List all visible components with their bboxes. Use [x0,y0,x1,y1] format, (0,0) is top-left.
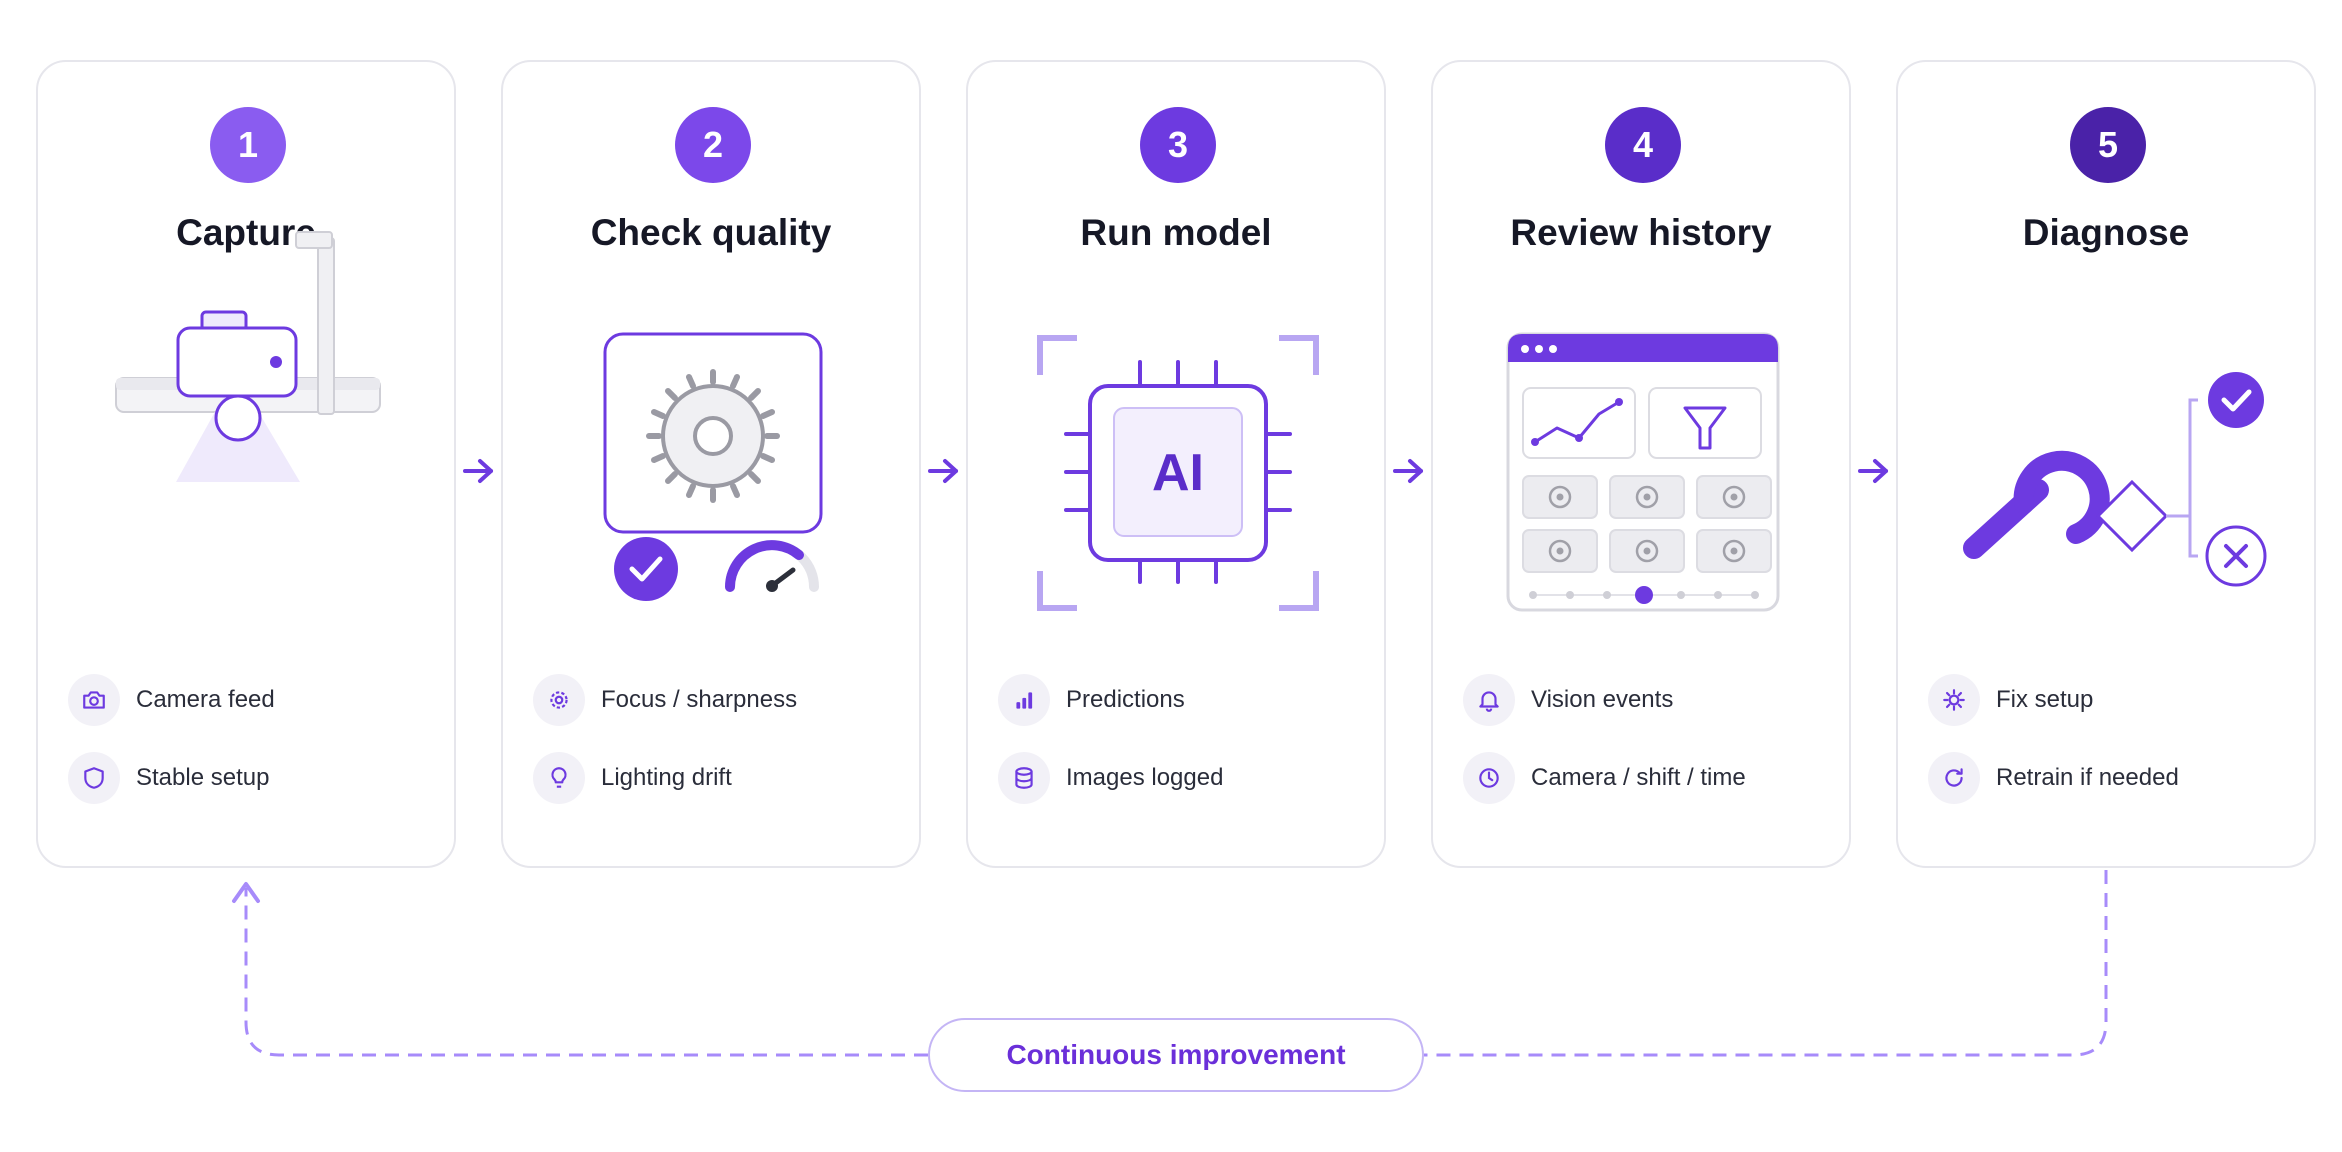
lightbulb-icon [533,752,585,804]
arrow-right-icon [928,459,958,483]
camera-icon [68,674,120,726]
feature-item: Stable setup [68,752,269,804]
step-card-review-history: 4 Review history [1431,60,1851,868]
feature-label: Fix setup [1996,686,2094,713]
step-card-diagnose: 5 Diagnose Fix setup Retrain if needed [1896,60,2316,868]
feature-item: Retrain if needed [1928,752,2179,804]
clock-icon [1463,752,1515,804]
step-number-badge: 4 [1605,107,1681,183]
step-title: Check quality [590,212,832,253]
step-number-badge: 2 [675,107,751,183]
feature-label: Lighting drift [601,764,732,791]
step-number-badge: 1 [210,107,286,183]
feature-label: Images logged [1066,764,1224,791]
step-card-capture: 1 Capture Camera feed Stable [36,60,456,868]
arrow-right-icon [1858,459,1888,483]
refresh-icon [1928,752,1980,804]
feature-label: Camera / shift / time [1531,764,1746,791]
feature-item: Focus / sharpness [533,674,797,726]
feature-item: Camera / shift / time [1463,752,1746,804]
shield-icon [68,752,120,804]
feature-item: Lighting drift [533,752,732,804]
focus-icon [533,674,585,726]
feature-label: Focus / sharpness [601,686,798,713]
loop-label: Continuous improvement [1006,1039,1346,1070]
chip-label: AI [1152,444,1204,502]
arrow-right-icon [463,459,493,483]
feature-label: Stable setup [136,764,270,791]
camera-rig-illustration [115,231,381,482]
diagnose-illustration [1963,372,2267,587]
bar-chart-icon [998,674,1050,726]
gear-icon [1928,674,1980,726]
ai-chip-illustration: AI [1037,335,1319,611]
step-title: Capture [176,212,316,253]
feature-item: Predictions [998,674,1185,726]
feature-item: Vision events [1463,674,1673,726]
bell-icon [1463,674,1515,726]
feature-label: Camera feed [136,686,275,713]
step-card-check-quality: 2 Check quality [501,60,921,868]
loop-label-pill: Continuous improvement [928,1018,1424,1092]
feature-label: Retrain if needed [1996,764,2179,791]
step-title: Run model [1080,212,1272,253]
feature-item: Fix setup [1928,674,2093,726]
step-number-badge: 5 [2070,107,2146,183]
dashboard-illustration [1506,332,1780,612]
feature-label: Vision events [1531,686,1674,713]
database-icon [998,752,1050,804]
step-title: Review history [1510,212,1772,253]
step-title: Diagnose [2022,212,2190,253]
step-number-badge: 3 [1140,107,1216,183]
feature-item: Images logged [998,752,1223,804]
step-card-run-model: 3 Run model AI Predict [966,60,1386,868]
quality-check-illustration [603,332,823,601]
feature-item: Camera feed [68,674,275,726]
arrow-right-icon [1393,459,1423,483]
arrow-up-icon [232,882,260,903]
feature-label: Predictions [1066,686,1185,713]
